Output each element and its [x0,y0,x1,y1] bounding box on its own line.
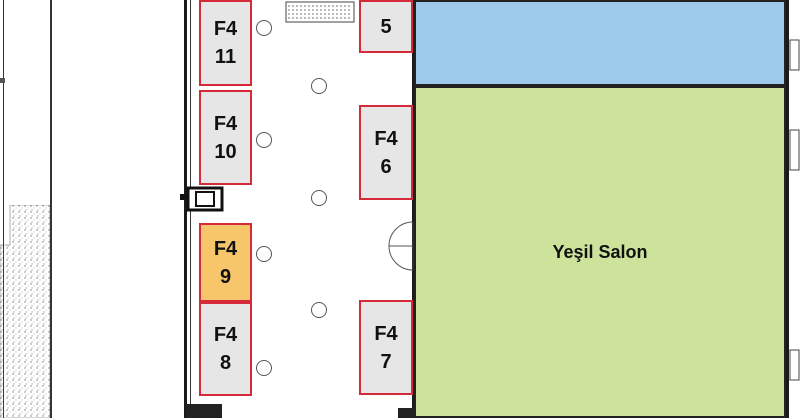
outer-wall-right [786,0,789,418]
corridor-wall-right [412,0,415,418]
terrain-texture [0,205,50,418]
booth-label-line2: 7 [380,350,392,373]
booth-f4-8[interactable]: F4 8 [199,302,252,396]
booth-label-line1: F4 [374,322,398,345]
booth-label-line2: 5 [380,15,392,38]
booth-f4-11[interactable]: F4 11 [199,0,252,86]
booth-label-line2: 6 [380,155,392,178]
floor-marker-left [186,404,222,418]
hatched-strip [285,1,355,23]
double-door-icon [388,221,414,271]
booth-label-line2: 9 [219,265,232,288]
booth-label-line2: 8 [219,352,232,374]
equipment-icon [180,186,224,212]
booth-label-line2: 11 [214,46,237,68]
pillar [256,360,272,376]
outer-wall-left-inner [50,0,52,418]
booth-f4-6[interactable]: F4 6 [359,105,413,200]
booth-label-line1: F4 [213,324,238,346]
pillar [311,78,327,94]
right-wall-detail [789,39,800,381]
booth-label-line1: F4 [213,237,238,260]
booth-label-line1: F4 [213,18,238,40]
small-marker [0,78,5,83]
outer-wall-left [3,0,4,418]
pillar [256,20,272,36]
green-hall[interactable]: Yeşil Salon [414,86,786,418]
pillar [311,302,327,318]
blue-hall[interactable] [414,0,786,86]
corridor-wall-left [184,0,187,418]
pillar [311,190,327,206]
booth-f4-5[interactable]: 5 [359,0,413,53]
booth-f4-7[interactable]: F4 7 [359,300,413,395]
green-hall-label: Yeşil Salon [552,241,648,262]
booth-f4-9[interactable]: F4 9 [199,223,252,302]
booth-label-line1: F4 [213,112,238,135]
pillar [256,246,272,262]
booth-f4-10[interactable]: F4 10 [199,90,252,185]
pillar [256,132,272,148]
floor-marker-right [398,408,416,418]
booth-label-line1: F4 [374,127,398,150]
booth-label-line2: 10 [214,140,237,163]
